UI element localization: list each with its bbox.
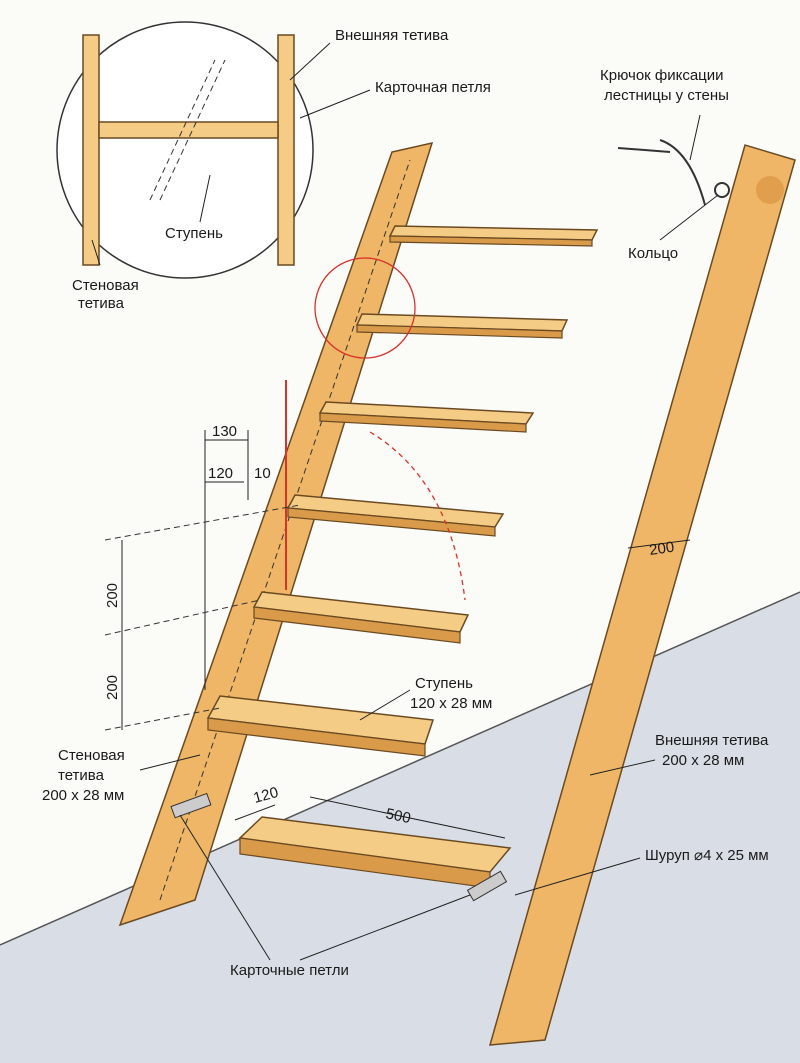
detail-circle — [314, 257, 416, 359]
step — [318, 401, 535, 433]
swing-arc — [369, 431, 466, 601]
steps — [206, 225, 599, 889]
label-outer-stringer: Внешняя тетива — [655, 732, 769, 749]
wall-hook-icon — [617, 139, 706, 206]
ring-icon — [714, 182, 730, 198]
dim-200-rise: 200 — [104, 675, 121, 700]
wall-stringer — [118, 141, 434, 927]
label-inset-wall-stringer: тетива — [78, 295, 125, 312]
hinge-icon — [466, 870, 508, 902]
floor — [0, 592, 800, 1063]
outer-stringer — [488, 144, 796, 1046]
label-inset-step: Ступень — [165, 225, 223, 242]
label-wall-stringer: тетива — [58, 767, 105, 784]
step — [355, 313, 569, 339]
hinge-detail-inset — [56, 21, 314, 279]
label-screw: Шуруп ⌀4 x 25 мм — [645, 847, 769, 864]
dim-step-depth: 120 — [252, 784, 281, 807]
label-hook: лестницы у стены — [604, 87, 729, 104]
label-inset-wall-stringer: Стеновая — [72, 277, 139, 294]
label-step-size: 120 x 28 мм — [410, 695, 492, 712]
dim-120: 120 — [208, 465, 233, 482]
step — [252, 591, 470, 644]
step — [388, 225, 599, 247]
step — [206, 695, 435, 757]
label-ring: Кольцо — [628, 245, 678, 262]
label-hinges: Карточные петли — [230, 962, 349, 979]
label-outer-stringer-size: 200 x 28 мм — [662, 752, 744, 769]
dimension-lines — [104, 430, 691, 839]
wood-stain — [756, 176, 784, 204]
leader-lines — [91, 42, 719, 961]
dim-10: 10 — [254, 465, 271, 482]
dim-130: 130 — [212, 423, 237, 440]
dim-200-rise: 200 — [104, 583, 121, 608]
step — [286, 494, 505, 537]
label-step: Ступень — [415, 675, 473, 692]
label-inset-hinge: Карточная петля — [375, 79, 491, 96]
step-detached — [238, 816, 512, 889]
dim-stringer-width: 200 — [648, 539, 675, 559]
label-wall-stringer: Стеновая — [58, 747, 125, 764]
hinge-icon — [170, 792, 212, 819]
label-hook: Крючок фиксации — [600, 67, 724, 84]
dim-step-length: 500 — [384, 805, 412, 827]
label-wall-stringer-size: 200 x 28 мм — [42, 787, 124, 804]
label-inset-outer-stringer: Внешняя тетива — [335, 27, 449, 44]
